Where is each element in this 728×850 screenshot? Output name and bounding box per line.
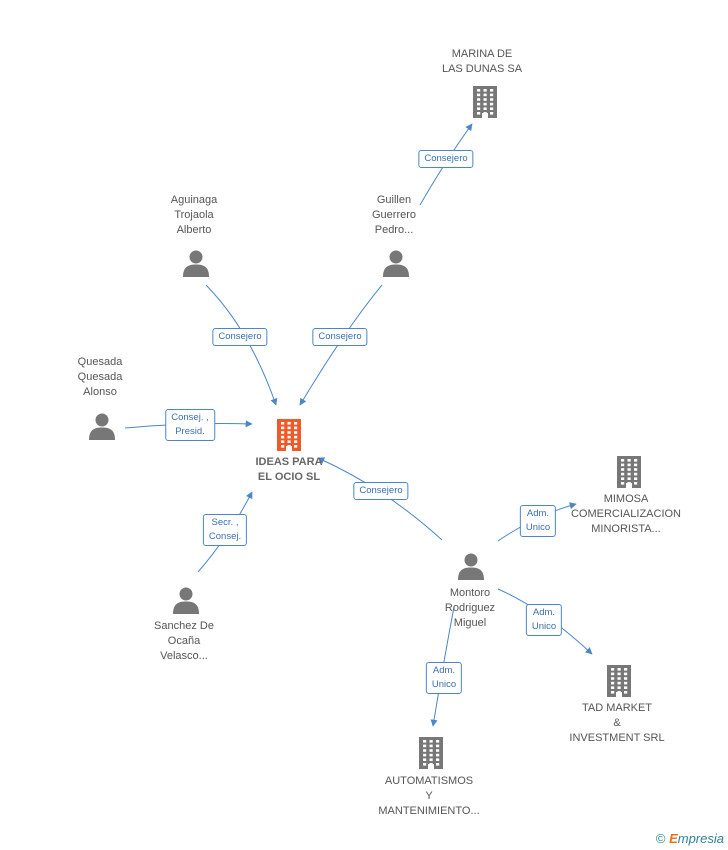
node-label: Guillen Guerrero Pedro... — [324, 193, 464, 238]
edge-label[interactable]: Consejero — [418, 150, 474, 168]
edge-label[interactable]: Consejero — [312, 328, 368, 346]
node-label: Aguinaga Trojaola Alberto — [124, 193, 264, 238]
main-company-icon — [277, 419, 301, 451]
node-label-text: IDEAS PARA EL OCIO SL — [255, 456, 323, 483]
node-label-text: Guillen Guerrero Pedro... — [371, 193, 417, 236]
person-icon — [383, 250, 409, 277]
edge-label[interactable]: Adm. Unico — [425, 662, 463, 694]
company-icon — [473, 86, 497, 118]
node-label: Quesada Quesada Alonso — [30, 355, 170, 400]
node-label-text: TAD MARKET & INVESTMENT SRL — [569, 701, 665, 744]
node-label: IDEAS PARA EL OCIO SL — [219, 455, 359, 485]
brand-initial: E — [669, 831, 678, 846]
brand-name: mpresia — [677, 831, 724, 846]
node-label: AUTOMATISMOS Y MANTENIMIENTO... — [359, 774, 499, 819]
person-icon — [183, 250, 209, 277]
person-icon — [458, 553, 484, 580]
footer-brand: © Empresia — [656, 831, 724, 846]
node-label: MIMOSA COMERCIALIZACION MINORISTA... — [556, 492, 696, 537]
node-label-text: AUTOMATISMOS Y MANTENIMIENTO... — [378, 774, 480, 817]
person-icon — [89, 413, 115, 440]
company-icon — [419, 737, 443, 769]
person-icon — [173, 587, 199, 614]
node-label: TAD MARKET & INVESTMENT SRL — [547, 701, 687, 746]
company-icon — [607, 665, 631, 697]
node-label-text: MARINA DE LAS DUNAS SA — [441, 48, 523, 75]
edge-label[interactable]: Secr. , Consej. — [202, 514, 248, 546]
company-icon — [617, 456, 641, 488]
edge-label[interactable]: Adm. Unico — [519, 505, 557, 537]
node-label: Sanchez De Ocaña Velasco... — [114, 619, 254, 664]
edge-label[interactable]: Consej. , Presid. — [165, 409, 215, 441]
node-label-text: MIMOSA COMERCIALIZACION MINORISTA... — [570, 492, 681, 535]
node-label: Montoro Rodriguez Miguel — [400, 586, 540, 631]
copyright-icon: © — [655, 831, 666, 846]
node-label-text: Quesada Quesada Alonso — [77, 355, 123, 398]
node-label-text: Montoro Rodriguez Miguel — [444, 586, 496, 629]
node-label: MARINA DE LAS DUNAS SA — [412, 47, 552, 77]
edge-label[interactable]: Consejero — [212, 328, 268, 346]
node-label-text: Aguinaga Trojaola Alberto — [170, 193, 218, 236]
node-label-text: Sanchez De Ocaña Velasco... — [154, 619, 214, 662]
edge-label[interactable]: Adm. Unico — [525, 604, 563, 636]
edge-label[interactable]: Consejero — [353, 482, 409, 500]
